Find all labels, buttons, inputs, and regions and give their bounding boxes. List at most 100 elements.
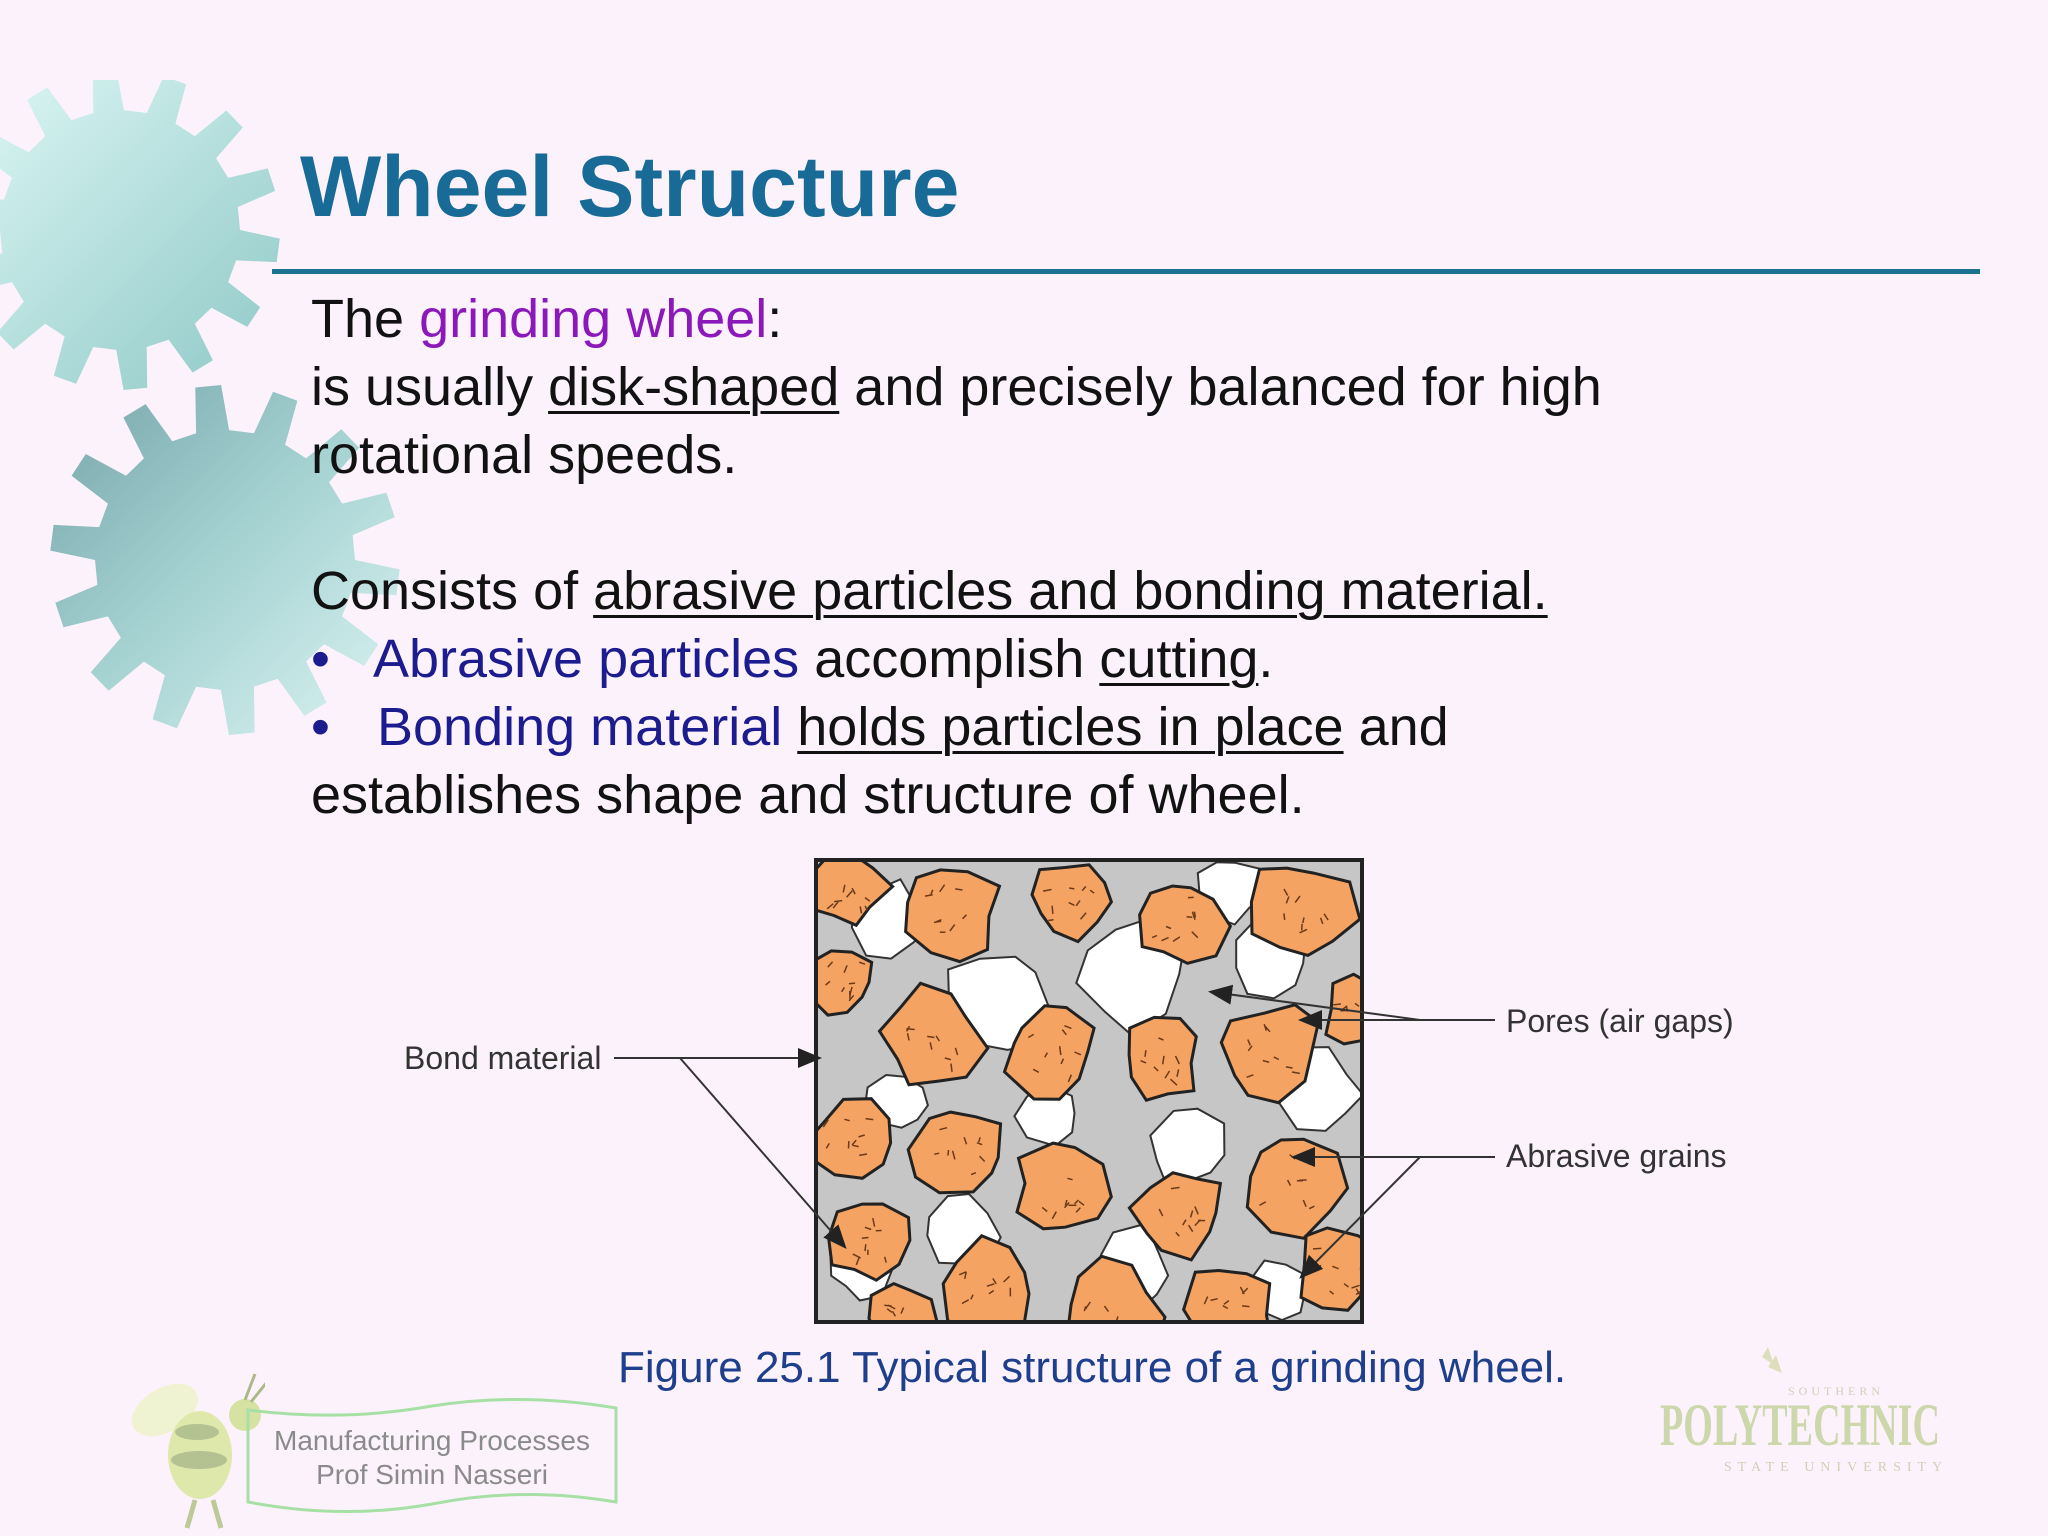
grain-texture-mark <box>1069 887 1075 890</box>
abrasive-grain-shape <box>1249 866 1362 958</box>
grain-texture-mark <box>834 899 843 903</box>
grain-texture-mark <box>1165 925 1172 930</box>
grain-texture-mark <box>861 1236 869 1239</box>
grain-texture-mark <box>924 894 933 897</box>
grain-texture-mark <box>822 1119 829 1128</box>
bond-material-label: Bond material <box>404 1040 602 1076</box>
grain-texture-mark <box>1084 1301 1091 1310</box>
grain-texture-mark <box>859 1153 868 1157</box>
footer-banner <box>246 1398 618 1513</box>
grain-texture-mark <box>1058 1046 1062 1056</box>
abrasive-grain-shape <box>1067 1254 1167 1322</box>
grain-texture-mark <box>951 1150 956 1160</box>
grain-texture-mark <box>1273 1056 1280 1061</box>
line2-suffix: and precisely balanced for high <box>839 357 1602 417</box>
grain-texture-mark <box>1067 1177 1073 1181</box>
abrasive-grain-shape <box>877 981 990 1087</box>
pores-label: Pores (air gaps) <box>1506 1003 1734 1039</box>
consists-line: Consists of abrasive particles and bondi… <box>311 557 1548 625</box>
grain-texture-mark <box>1193 911 1197 918</box>
grain-texture-mark <box>1051 1211 1057 1220</box>
grain-texture-mark <box>1064 1199 1068 1206</box>
grain-texture-mark <box>1194 1206 1199 1215</box>
grain-texture-mark <box>949 924 956 932</box>
grain-texture-mark <box>891 1310 897 1317</box>
grain-texture-mark <box>947 1150 950 1156</box>
grain-texture-mark <box>934 1152 940 1156</box>
title-divider <box>272 269 1980 274</box>
abrasive-grains-label: Abrasive grains <box>1506 1138 1727 1174</box>
grain-texture-mark <box>970 1294 974 1300</box>
grain-texture-mark <box>1083 1306 1087 1312</box>
abrasive-grain-shape <box>1138 884 1233 965</box>
grain-texture-mark <box>1144 1050 1147 1057</box>
grain-texture-mark <box>978 1155 986 1163</box>
disk-shaped-term: disk-shaped <box>548 357 840 417</box>
grain-texture-mark <box>851 887 856 895</box>
grain-texture-mark <box>1247 1039 1251 1046</box>
rotational-line: rotational speeds. <box>311 425 738 485</box>
grain-texture-mark <box>1211 1328 1212 1330</box>
grain-texture-mark <box>970 1172 977 1176</box>
grain-texture-mark <box>1064 1025 1072 1030</box>
abrasive-bonding-term: abrasive particles and bonding material. <box>593 561 1548 621</box>
grain-texture-mark <box>851 1139 857 1146</box>
grain-texture-mark <box>1161 1055 1165 1065</box>
grain-texture-mark <box>1264 1025 1271 1033</box>
grinding-wheel-term: grinding wheel <box>419 289 768 349</box>
grain-texture-mark <box>1312 1247 1322 1250</box>
logo-word: POLYTECHNIC <box>1660 1392 1940 1458</box>
figure-callouts <box>614 984 1495 1279</box>
grain-texture-mark <box>897 1326 904 1330</box>
grain-texture-mark <box>1246 1074 1254 1079</box>
grain-texture-mark <box>886 1308 893 1313</box>
grain-texture-mark <box>1191 931 1199 939</box>
grain-texture-mark <box>865 1117 874 1121</box>
grain-texture-mark <box>864 1244 867 1252</box>
grain-texture-mark <box>1332 1265 1339 1270</box>
grain-texture-mark <box>1158 1037 1164 1041</box>
grain-texture-mark <box>1182 1219 1187 1226</box>
grain-texture-mark <box>1151 934 1158 939</box>
abrasive-grain-shape <box>906 1110 1003 1195</box>
grain-texture-mark <box>927 1035 935 1039</box>
gear-top-icon <box>0 80 280 390</box>
grain-texture-mark <box>1343 1283 1349 1288</box>
grain-texture-mark <box>961 1299 970 1305</box>
grain-texture-mark <box>1302 1199 1307 1207</box>
grain-texture-mark <box>858 1134 865 1138</box>
line4-prefix: Consists of <box>311 561 594 621</box>
abrasive-grain-shape <box>816 1097 893 1180</box>
bullet2-suffix: and <box>1343 697 1449 757</box>
establishes-line: establishes shape and structure of wheel… <box>311 765 1305 825</box>
grain-texture-mark <box>935 1035 941 1042</box>
grain-texture-mark <box>955 888 963 891</box>
grain-texture-mark <box>1075 1207 1081 1213</box>
grain-texture-mark <box>930 889 934 895</box>
grain-texture-mark <box>826 903 834 910</box>
grain-texture-mark <box>1189 1210 1194 1218</box>
grain-texture-mark <box>933 920 942 924</box>
grain-texture-mark <box>986 1283 995 1287</box>
figure-frame <box>814 858 1364 1324</box>
abrasive-particles-term: Abrasive particles <box>373 629 800 689</box>
bullet-marker: • <box>311 629 330 689</box>
grain-texture-mark <box>1175 1231 1180 1237</box>
figure-caption: Figure 25.1 Typical structure of a grind… <box>618 1343 1567 1392</box>
grain-texture-mark <box>1042 888 1052 892</box>
grain-texture-mark <box>1060 1058 1065 1065</box>
grain-texture-mark <box>1191 911 1196 921</box>
grain-texture-mark <box>1291 1071 1300 1075</box>
grain-texture-mark <box>1164 1070 1171 1079</box>
grain-texture-mark <box>1319 917 1324 925</box>
grain-texture-mark <box>963 1136 968 1145</box>
grain-texture-mark <box>1158 1208 1164 1217</box>
grain-texture-mark <box>1299 928 1308 934</box>
bullet-bonding: •Bonding material holds particles in pla… <box>311 693 1449 761</box>
grain-texture-mark <box>1259 1201 1267 1206</box>
intro-suffix: : <box>767 289 783 349</box>
gear-bottom-shape <box>50 385 400 735</box>
grain-texture-mark <box>976 1141 983 1146</box>
grain-texture-mark <box>1103 1305 1110 1313</box>
grain-texture-mark <box>1286 1179 1292 1186</box>
